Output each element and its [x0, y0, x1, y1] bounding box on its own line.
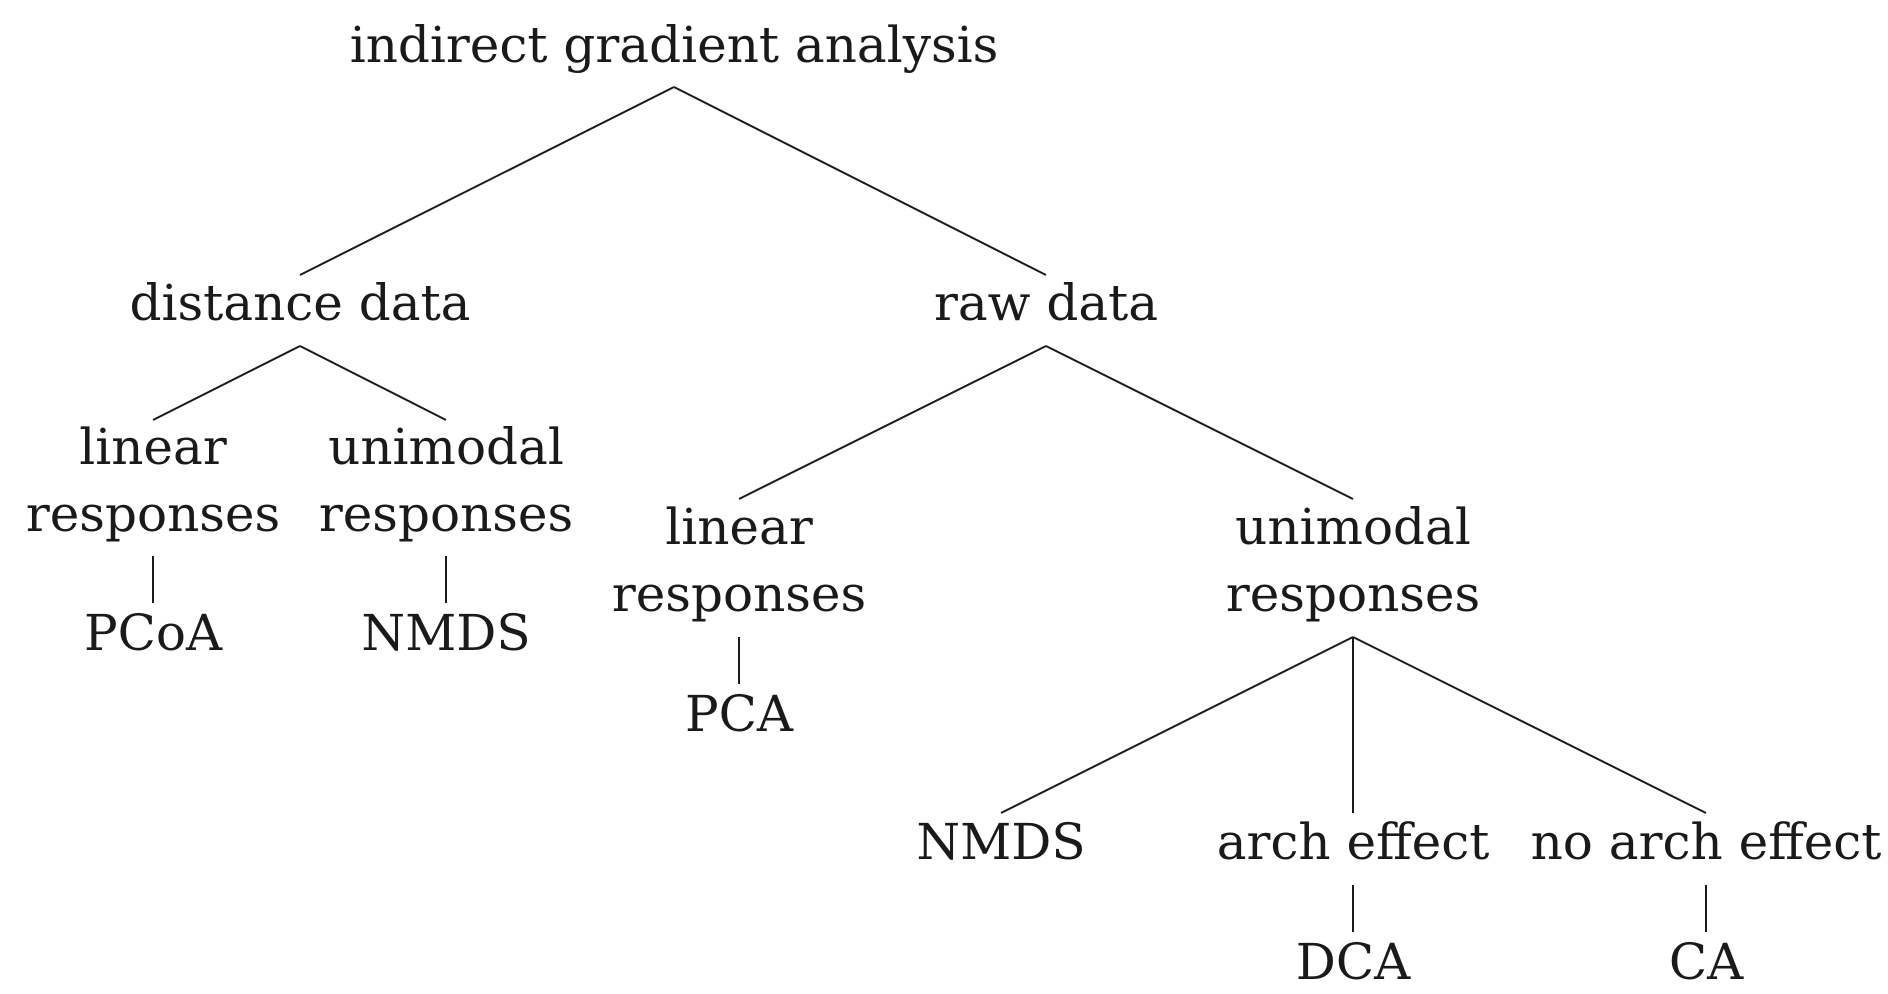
- edge-root-distance: [299, 86, 675, 276]
- node-dist-linear-line1: linear: [79, 418, 227, 476]
- node-nmds-raw: NMDS: [916, 813, 1085, 871]
- node-dca: DCA: [1296, 933, 1411, 991]
- node-arch-effect: arch effect: [1217, 813, 1490, 871]
- node-nmds-distance: NMDS: [361, 604, 530, 662]
- node-dist-unimodal-line1: unimodal: [328, 418, 564, 476]
- node-root: indirect gradient analysis: [350, 16, 999, 74]
- node-pca: PCA: [685, 685, 794, 743]
- edge-distance-unimodal: [299, 345, 447, 421]
- node-distance-data: distance data: [130, 274, 471, 332]
- node-raw-linear-line2: responses: [612, 565, 866, 623]
- edge-distance-linear: [152, 345, 301, 421]
- edge-unimodal-noarch: [1352, 636, 1707, 814]
- node-dist-unimodal-line2: responses: [319, 485, 573, 543]
- edge-raw-unimodal: [1045, 345, 1354, 500]
- node-raw-unimodal-line1: unimodal: [1235, 498, 1471, 556]
- node-raw-data: raw data: [934, 274, 1158, 332]
- node-ca: CA: [1669, 933, 1744, 991]
- edge-raw-linear: [738, 345, 1047, 500]
- edge-unimodal-nmds-raw: [1000, 636, 1354, 814]
- node-raw-linear-line1: linear: [665, 498, 813, 556]
- node-no-arch-effect: no arch effect: [1531, 813, 1882, 871]
- edge-root-raw: [673, 86, 1047, 276]
- node-dist-linear-line2: responses: [26, 485, 280, 543]
- node-raw-unimodal-line2: responses: [1226, 565, 1480, 623]
- node-pcoa: PCoA: [84, 604, 223, 662]
